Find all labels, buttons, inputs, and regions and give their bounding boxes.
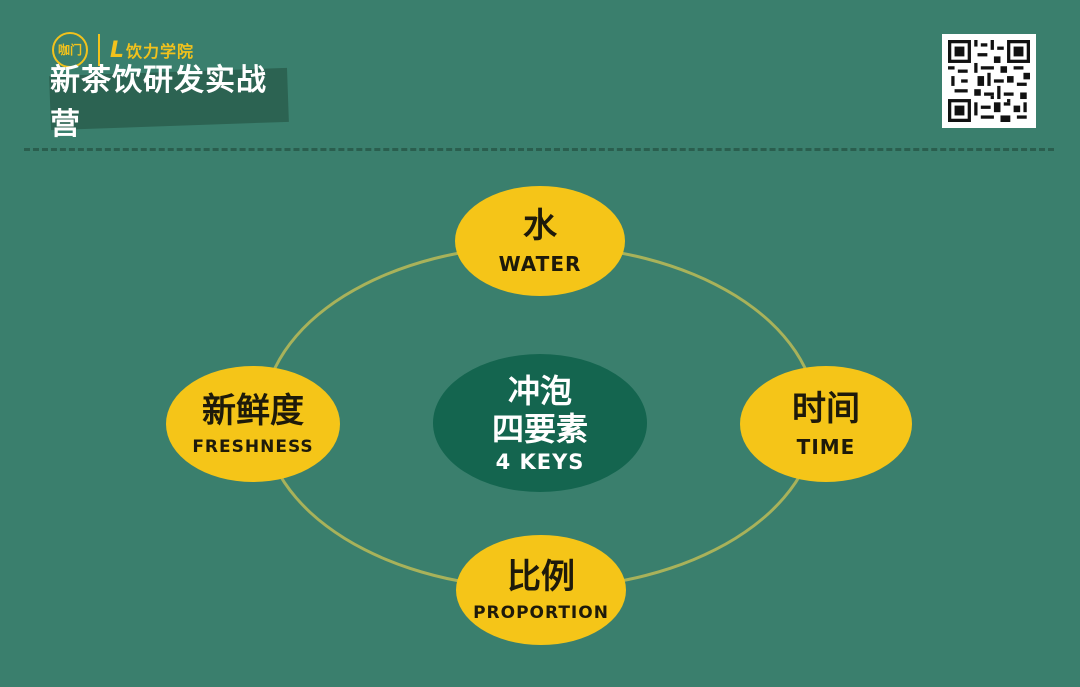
node-proportion: 比例 PROPORTION <box>456 535 626 645</box>
center-node: 冲泡 四要素 4 KEYS <box>433 354 647 492</box>
node-freshness-label: 新鲜度 <box>202 391 304 431</box>
center-en: 4 KEYS <box>495 450 585 474</box>
qr-code-graphic <box>948 40 1030 122</box>
center-line-1: 冲泡 <box>507 372 572 410</box>
brand-logo-row: 咖门 L 饮力学院 <box>52 30 194 70</box>
brand-badge-text: 咖门 <box>57 43 82 57</box>
center-line-2: 四要素 <box>491 410 588 448</box>
qr-code-icon <box>942 34 1036 128</box>
page-title: 新茶饮研发实战营 <box>50 63 267 142</box>
node-freshness: 新鲜度 FRESHNESS <box>166 366 340 482</box>
node-freshness-en: FRESHNESS <box>192 437 314 457</box>
node-proportion-label: 比例 <box>507 557 575 597</box>
node-water-en: WATER <box>498 252 582 276</box>
academy-name: 饮力学院 <box>126 42 195 61</box>
node-water-label: 水 <box>523 206 557 246</box>
node-proportion-en: PROPORTION <box>473 603 609 623</box>
node-time-en: TIME <box>796 435 856 459</box>
node-time: 时间 TIME <box>740 366 912 482</box>
academy-logo-icon: L <box>110 37 125 63</box>
node-water: 水 WATER <box>455 186 625 296</box>
brand-badge-logo: 咖门 <box>52 32 88 68</box>
title-banner: 新茶饮研发实战营 <box>49 63 289 142</box>
header-divider <box>24 148 1054 151</box>
logo-divider <box>98 34 100 66</box>
node-time-label: 时间 <box>792 389 860 429</box>
